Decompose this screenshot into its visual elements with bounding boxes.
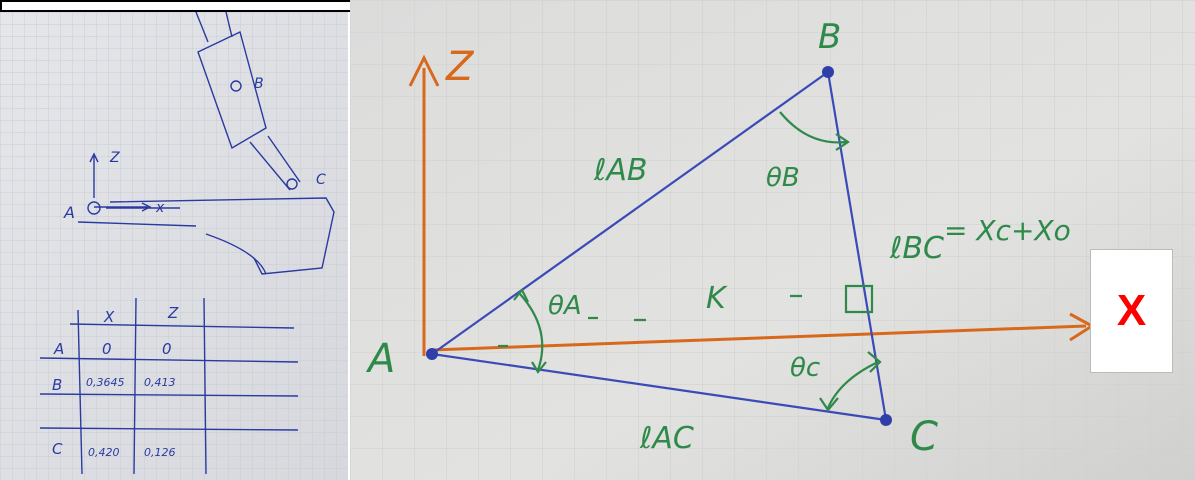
k-label: K [706, 281, 728, 316]
sketch-z-label: Z [109, 150, 120, 166]
z-axis-arrow-icon [408, 54, 440, 87]
sketch-x-label: x [155, 200, 165, 216]
x-axis-label: X [1116, 286, 1147, 335]
table-cell: 0,420 [88, 446, 120, 459]
sketch-c-label: C [316, 172, 326, 188]
side-ac-label: ℓAC [639, 421, 694, 456]
table-row-label: A [53, 340, 64, 358]
table-row-label: C [52, 440, 63, 458]
table-cell: 0,126 [144, 446, 176, 459]
vertex-c-dot [880, 414, 892, 426]
angle-c-label: θc [790, 353, 820, 383]
vertices [426, 66, 892, 426]
table-cell: 0 [102, 340, 112, 358]
angle-a-arrow-icon [531, 361, 547, 374]
table-row-label: B [52, 376, 62, 394]
table-header-z: Z [167, 304, 179, 322]
bc-equation: = Xc+Xo [944, 214, 1071, 247]
angle-c-arc [826, 361, 879, 409]
angle-a-arc [519, 293, 544, 371]
angle-c-arrow-icon [819, 397, 839, 412]
vertex-a-label: A [365, 336, 395, 382]
right-angle-marker [844, 284, 874, 314]
table-header-x: X [103, 308, 115, 326]
table-cell: 0,413 [144, 376, 176, 389]
triangle-diagram-photo: Z A B C ℓAB ℓAC ℓBC = Xc+Xo θA θB θc K [350, 0, 1195, 480]
sketch-a-label: A [63, 203, 75, 222]
angle-c-arrow-icon [867, 351, 882, 373]
side-ab [431, 71, 829, 355]
dashed-perpendicular [498, 294, 802, 348]
left-sketch-photo: Z x A B C X Z A 0 0 B 0,3645 0,413 C 0,4… [0, 12, 348, 480]
side-ab-label: ℓAB [593, 153, 648, 188]
side-ac [431, 352, 887, 422]
x-axis-line [431, 324, 1087, 352]
z-axis-label: Z [445, 44, 475, 90]
table-cell: 0,3645 [86, 376, 125, 389]
angle-a-label: θA [548, 291, 582, 321]
vertex-a-dot [426, 348, 438, 360]
x-axis-callout: X [1090, 249, 1173, 373]
vertex-b-label: B [818, 17, 841, 57]
angle-b-label: θB [766, 163, 800, 193]
angle-b-arc [779, 111, 847, 144]
side-bc-label: ℓBC [889, 231, 944, 266]
sketch-b-label: B [254, 76, 264, 92]
angle-a-arrow-icon [513, 287, 529, 303]
angle-b-arrow-icon [835, 133, 850, 151]
vertex-c-label: C [910, 414, 938, 460]
vertex-b-dot [822, 66, 834, 78]
angle-marks [498, 111, 882, 412]
table-cell: 0 [162, 340, 172, 358]
